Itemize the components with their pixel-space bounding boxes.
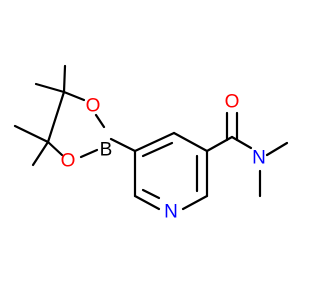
boron-atom-label: B [100,140,113,161]
bond-n1-c6 [133,194,161,211]
carbonyl-oxygen-label: O [225,92,240,113]
bond-c2-c3 [172,131,209,153]
bond-c4-n1 [181,194,209,211]
bond-c5-c2 [133,131,176,153]
amide-nitrogen-label: N [252,148,266,169]
bond-c3-carbonyl [205,135,234,153]
bond-carbonyl-n [230,135,253,150]
bond-methyl-2 [34,82,66,94]
bond-c5-b [109,137,137,153]
bond-b-o-top [94,113,106,129]
bond-c-c-ring [46,90,66,144]
oxygen-atom-label-top: O [86,96,101,117]
bond-n-methyl-up [265,141,289,157]
atom-labels: B O O N O N [61,92,266,223]
bond-methyl-4 [31,140,50,167]
bond-c5-c2-inner [141,141,174,158]
bond-methyl-3 [13,124,50,144]
bond-methyl-1 [62,64,67,94]
oxygen-atom-label-bottom: O [61,151,76,172]
bond-o-top-c [62,90,86,102]
bond-b-o-bottom [79,148,99,159]
bond-n1-c6-inner [141,188,161,200]
pyridine-nitrogen-label: N [164,202,178,223]
structure-canvas: B O O N O N [13,64,289,223]
bonds [13,64,289,211]
bond-o-bottom-c [46,140,64,157]
